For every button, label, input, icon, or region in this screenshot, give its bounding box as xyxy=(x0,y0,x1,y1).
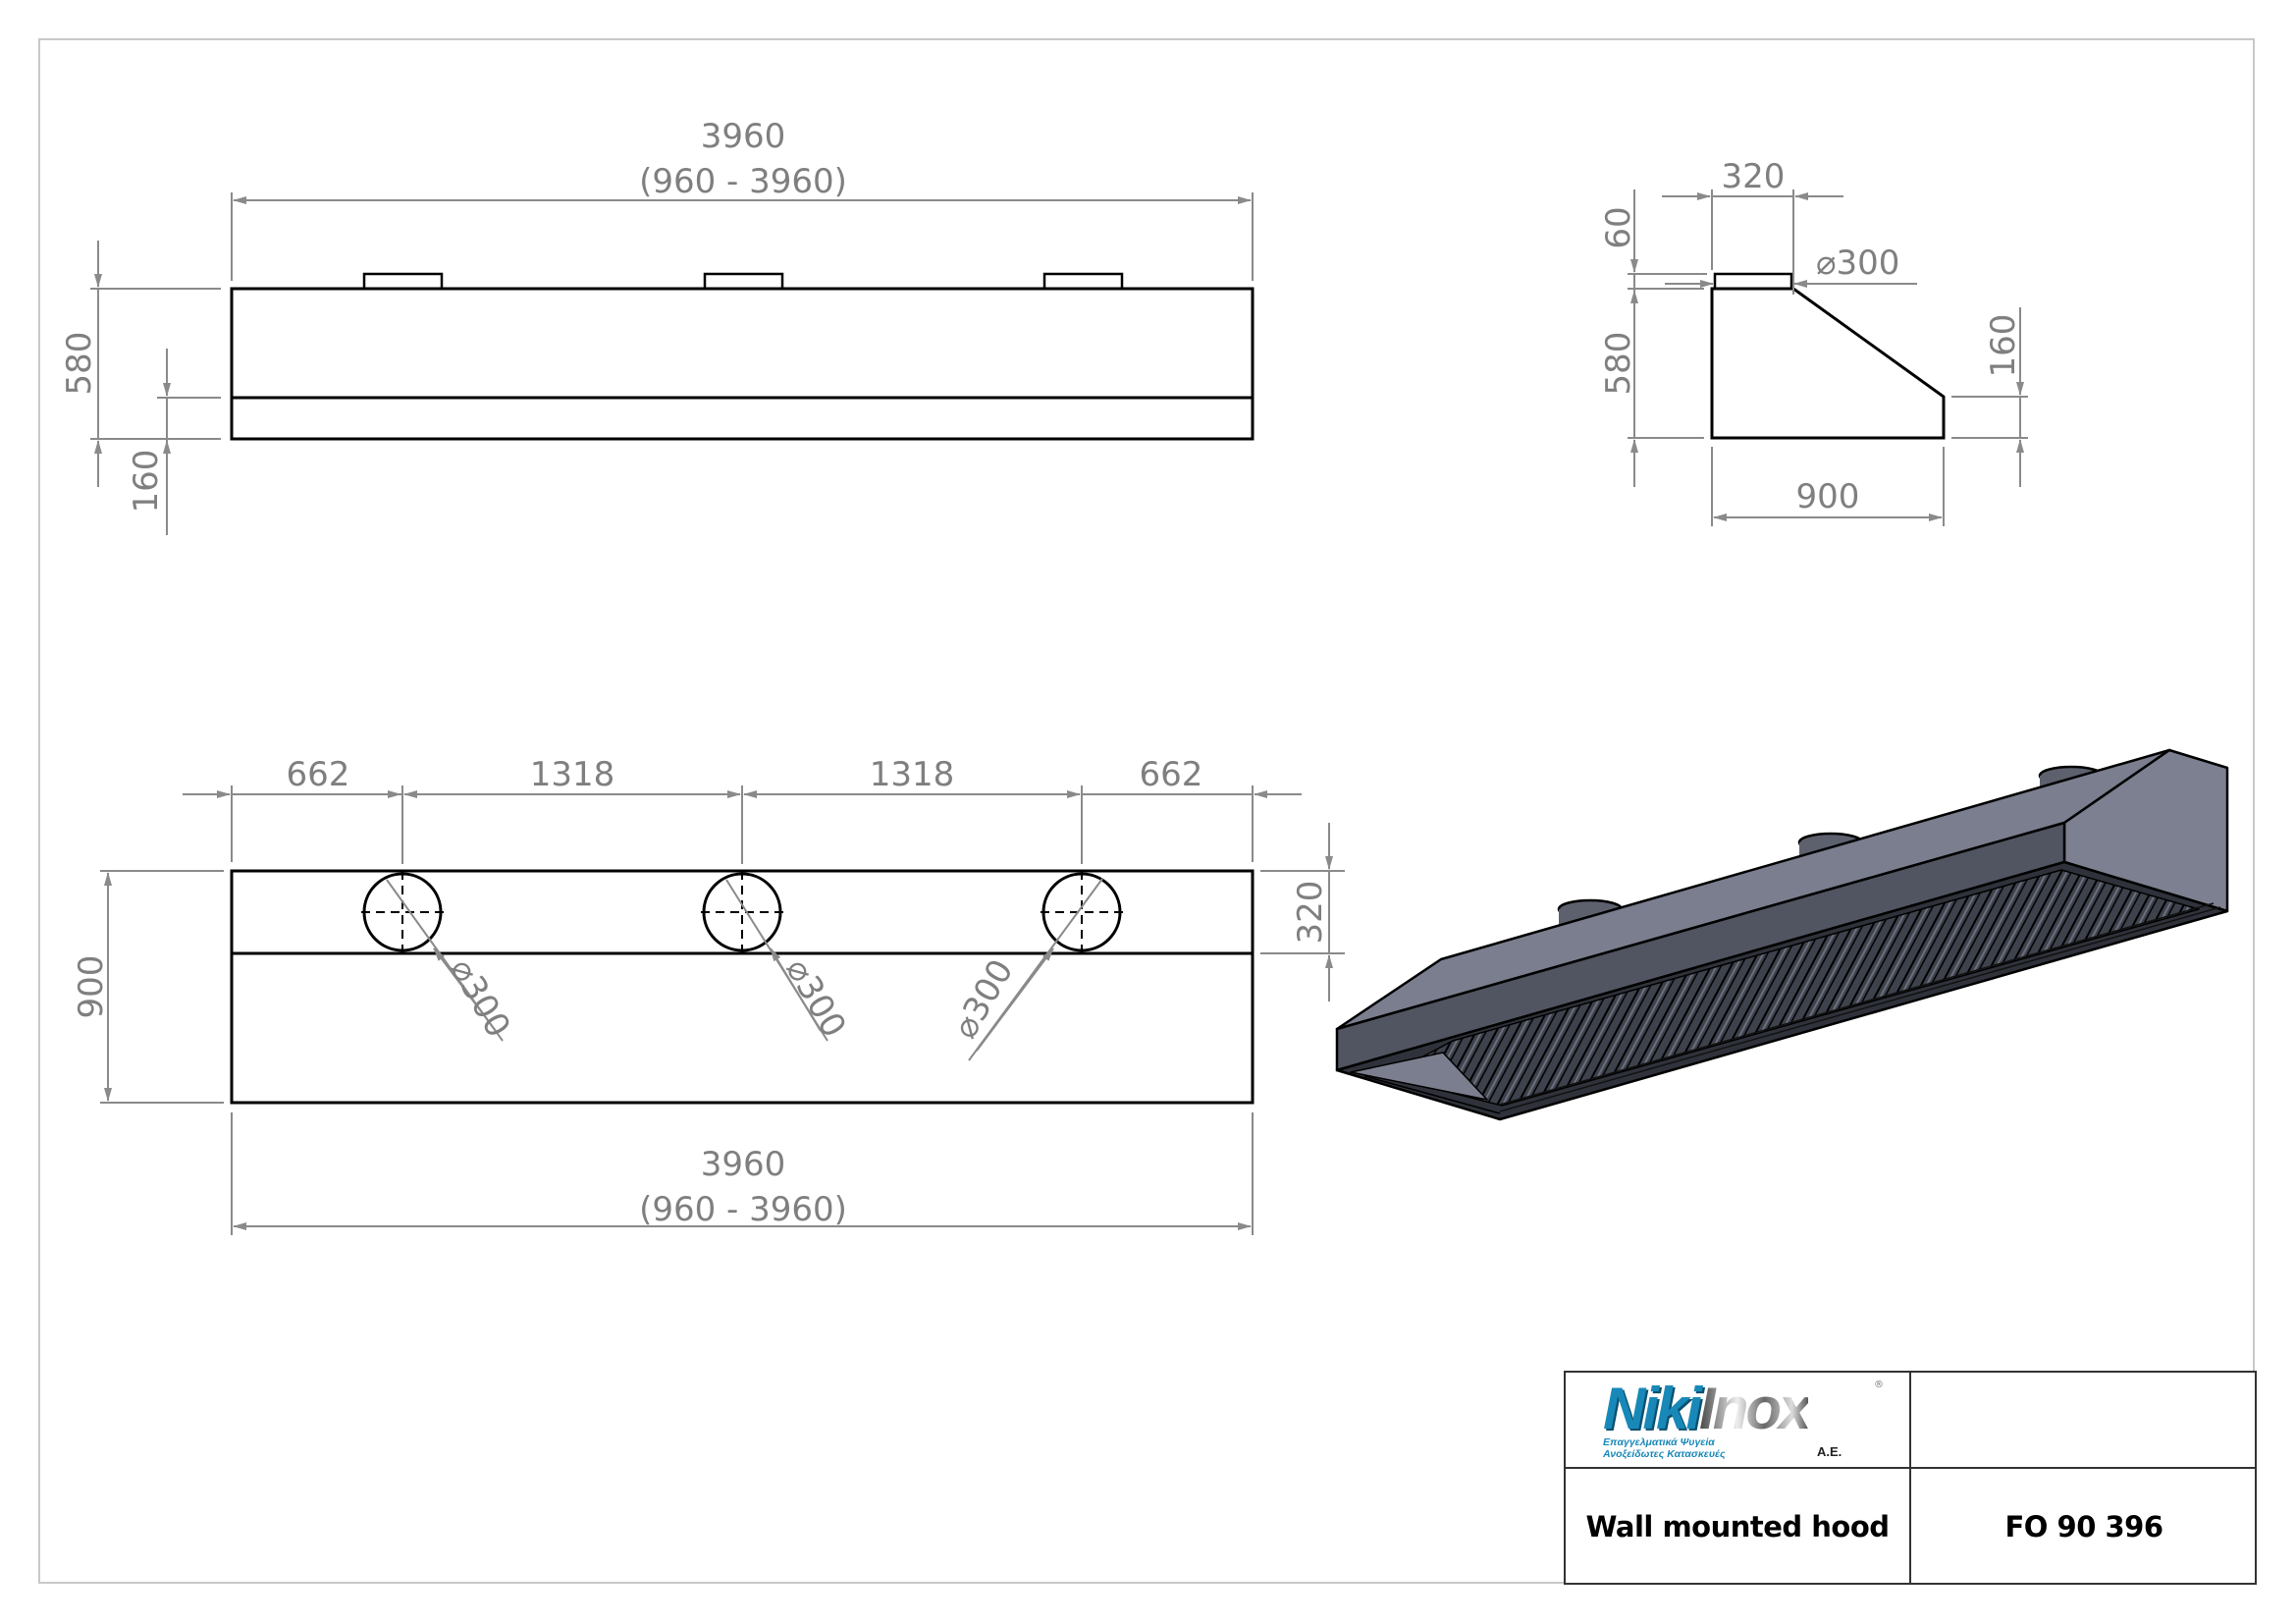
front-lower-band-dim: 160 xyxy=(127,450,166,514)
duct-diameter-label-3: ⌀300 xyxy=(945,953,1021,1046)
spacing-dim-4: 662 xyxy=(1140,755,1203,794)
side-duct xyxy=(1713,272,1793,291)
front-view: 3960 (960 - 3960) 580 160 xyxy=(60,117,1255,535)
isometric-view xyxy=(1335,748,2229,1121)
duct-circle-3 xyxy=(1041,871,1123,953)
side-height-dim: 580 xyxy=(1599,332,1638,396)
top-duct-offset-dim: 320 xyxy=(1291,881,1330,945)
front-width-dim: 3960 xyxy=(701,117,786,156)
duct-diameter-label-1: ⌀300 xyxy=(442,952,517,1045)
top-width-range: (960 - 3960) xyxy=(639,1190,847,1229)
side-duct-diameter-dim: ⌀300 xyxy=(1816,244,1899,283)
front-height-dim: 580 xyxy=(60,332,99,396)
registered-mark-icon: ® xyxy=(1874,1380,1884,1390)
logo-suffix: A.E. xyxy=(1817,1444,1842,1459)
logo-brand-inox: Inox xyxy=(1699,1376,1811,1441)
front-duct-1 xyxy=(362,272,444,291)
duct-circle-1 xyxy=(361,871,444,953)
top-view: 662 1318 1318 662 900 320 ⌀300 ⌀300 ⌀300… xyxy=(72,755,1345,1235)
side-depth-dim: 900 xyxy=(1796,477,1860,516)
top-depth-dim: 900 xyxy=(72,955,111,1019)
side-front-height-dim: 160 xyxy=(1984,314,2023,378)
duct-diameter-label-2: ⌀300 xyxy=(777,952,853,1045)
side-view: 320 ⌀300 60 580 160 900 xyxy=(1599,157,2028,526)
front-duct-3 xyxy=(1042,272,1124,291)
nikiinox-logo: NikiInox ® Επαγγελματικά Ψυγεία Ανοξείδω… xyxy=(1585,1378,1890,1462)
spacing-dim-1: 662 xyxy=(287,755,350,794)
front-width-range: (960 - 3960) xyxy=(639,162,847,201)
top-width-dim: 3960 xyxy=(701,1145,786,1184)
duct-circle-2 xyxy=(701,871,783,953)
logo-subtitle: Επαγγελματικά Ψυγεία Ανοξείδωτες Κατασκε… xyxy=(1603,1436,1726,1460)
product-code: FO 90 396 xyxy=(2004,1510,2163,1543)
front-duct-2 xyxy=(703,272,784,291)
title-block-empty-cell xyxy=(1911,1373,2257,1469)
side-duct-height-dim: 60 xyxy=(1599,206,1638,248)
spacing-dim-2: 1318 xyxy=(530,755,615,794)
product-code-cell: FO 90 396 xyxy=(1911,1469,2257,1585)
side-duct-width-dim: 320 xyxy=(1722,157,1786,196)
company-logo-cell: NikiInox ® Επαγγελματικά Ψυγεία Ανοξείδω… xyxy=(1566,1373,1911,1469)
logo-brand-niki: Niki xyxy=(1603,1376,1702,1441)
product-description: Wall mounted hood xyxy=(1585,1510,1890,1543)
spacing-dim-3: 1318 xyxy=(870,755,955,794)
page-border xyxy=(38,38,2255,1584)
product-description-cell: Wall mounted hood xyxy=(1566,1469,1911,1585)
title-block: NikiInox ® Επαγγελματικά Ψυγεία Ανοξείδω… xyxy=(1564,1371,2257,1585)
